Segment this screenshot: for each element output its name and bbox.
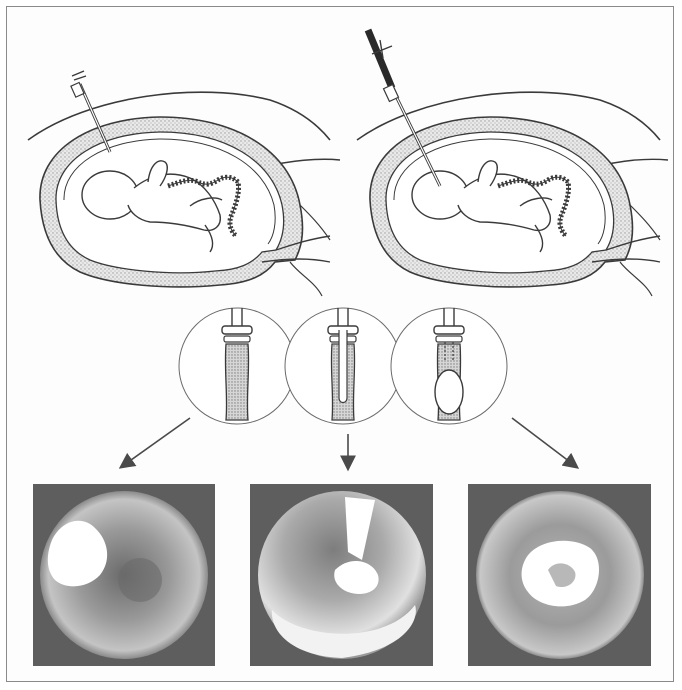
inset-trachea-2 [285,308,401,424]
arrow-3 [512,418,574,465]
arrows [124,418,574,465]
endoscopic-view-3 [468,484,651,666]
uterus-left-panel [28,71,340,296]
uterus-right-panel [357,30,668,296]
endoscopic-view-1 [33,484,215,666]
inset-trachea-1 [179,308,295,424]
arrow-1 [124,418,190,465]
balloon-inflated [435,370,463,414]
endoscopic-view-2 [250,484,433,666]
inset-trachea-3 [391,308,507,424]
